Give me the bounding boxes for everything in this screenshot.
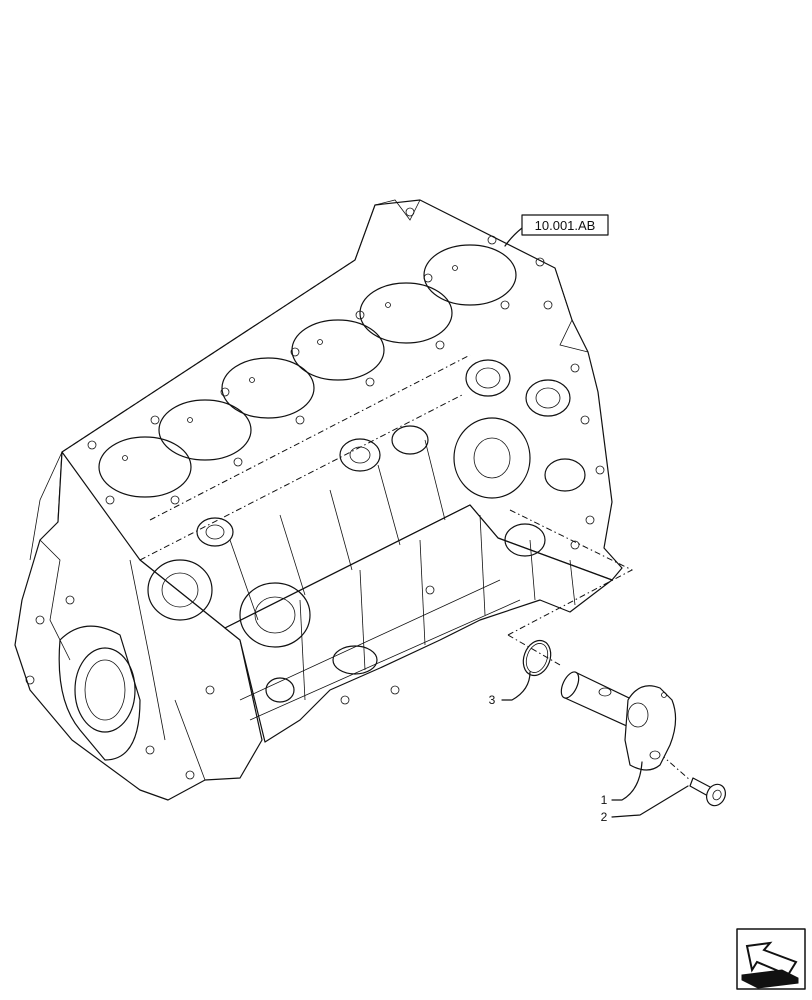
nav-icon-block bbox=[741, 969, 799, 989]
callout-leaders bbox=[501, 227, 689, 818]
nozzle-tube-end bbox=[560, 671, 580, 699]
cylinder-bore-1 bbox=[98, 436, 192, 498]
o-ring-outer bbox=[522, 639, 552, 677]
o-ring-inner bbox=[525, 643, 549, 673]
arrow-navigation-icon[interactable] bbox=[736, 928, 806, 990]
reference-tag-box bbox=[521, 214, 609, 236]
bolt-head bbox=[706, 783, 726, 807]
part-nozzle bbox=[560, 671, 677, 771]
flange-bolt-hole bbox=[649, 750, 661, 760]
cylinder-bore-4 bbox=[291, 319, 385, 381]
reference-tag[interactable]: 10.001.AB bbox=[521, 214, 609, 236]
front-cover bbox=[25, 595, 215, 780]
cylinder-bore-5 bbox=[359, 282, 453, 344]
nozzle-side-hole bbox=[598, 687, 612, 697]
side-mount-holes bbox=[340, 300, 605, 705]
engine-block-bosses bbox=[147, 359, 586, 703]
deck-bolt-holes bbox=[87, 207, 545, 505]
bolt-socket bbox=[712, 789, 722, 801]
cylinder-bore-2 bbox=[158, 399, 252, 461]
assembly-axis-lower bbox=[507, 634, 561, 666]
callout-2-label[interactable]: 2 bbox=[601, 810, 608, 824]
callout-1-leader bbox=[611, 761, 643, 801]
assembly-axis-upper bbox=[507, 509, 634, 636]
reference-leader bbox=[504, 227, 523, 247]
engine-block-details bbox=[29, 199, 589, 781]
cylinder-bore-6 bbox=[423, 244, 517, 306]
reference-tag-label: 10.001.AB bbox=[535, 218, 596, 233]
callout-3-label[interactable]: 3 bbox=[489, 693, 496, 707]
nav-icon-arrow bbox=[745, 941, 798, 977]
engine-block bbox=[14, 199, 623, 801]
callout-2-leader bbox=[611, 785, 689, 818]
bolt-axis bbox=[649, 744, 691, 781]
nozzle-flange bbox=[624, 685, 677, 771]
engine-block-side-skirt bbox=[224, 504, 613, 743]
flange-bore bbox=[627, 702, 649, 728]
cylinder-bores bbox=[98, 244, 517, 498]
callout-1-label[interactable]: 1 bbox=[601, 793, 608, 807]
part-bolt bbox=[689, 777, 726, 807]
assembly-leader-lines bbox=[507, 509, 691, 781]
callout-3-leader bbox=[501, 671, 531, 701]
cylinder-bore-3 bbox=[221, 357, 315, 419]
part-o-ring bbox=[522, 639, 552, 677]
